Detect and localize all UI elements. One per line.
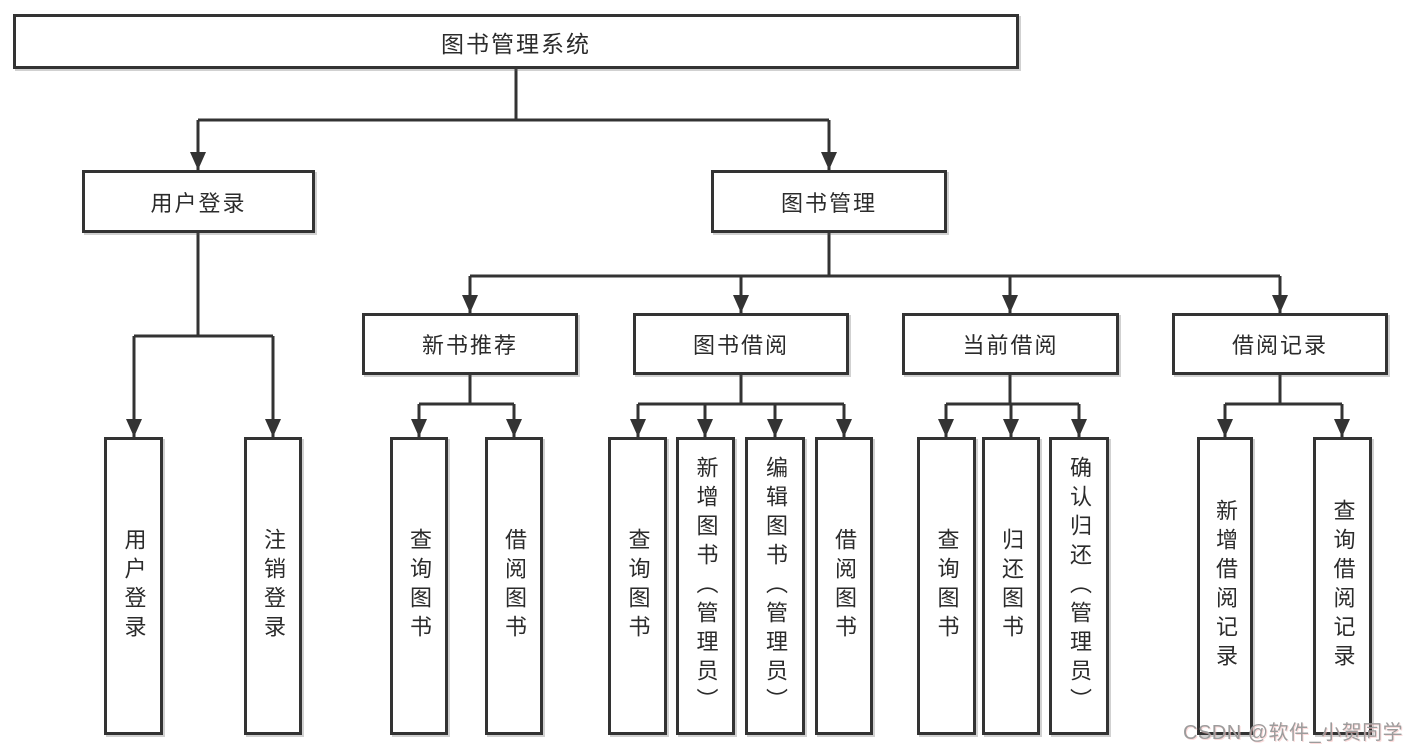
leaf-confirm-return-admin: 确认归还（管理员） — [1049, 437, 1109, 735]
leaf-logout-label: 注销登录 — [261, 528, 286, 644]
leaf-query-books-borrow: 查询图书 — [608, 437, 667, 735]
leaf-query-books-borrow-label: 查询图书 — [625, 528, 651, 644]
leaf-query-books-recommend-label: 查询图书 — [407, 528, 432, 644]
leaf-edit-book-admin: 编辑图书（管理员） — [745, 437, 805, 735]
leaf-user-login-label: 用户登录 — [121, 528, 147, 644]
leaf-add-borrow-record: 新增借阅记录 — [1197, 437, 1253, 735]
node-user-login-label: 用户登录 — [150, 190, 247, 216]
leaf-return-book-label: 归还图书 — [999, 528, 1024, 644]
leaf-add-book-admin: 新增图书（管理员） — [676, 437, 735, 735]
node-user-login: 用户登录 — [82, 170, 315, 233]
leaf-query-borrow-record: 查询借阅记录 — [1313, 437, 1372, 735]
watermark: CSDN @软件_小贺同学 — [1183, 722, 1404, 744]
leaf-query-borrow-record-label: 查询借阅记录 — [1330, 499, 1356, 673]
node-book-management: 图书管理 — [711, 170, 947, 233]
node-book-borrow: 图书借阅 — [633, 313, 849, 375]
leaf-query-books-recommend: 查询图书 — [390, 437, 448, 735]
leaf-confirm-return-admin-label: 确认归还（管理员） — [1067, 455, 1092, 717]
node-current-borrow-label: 当前借阅 — [962, 333, 1059, 358]
node-root-label: 图书管理系统 — [441, 30, 591, 57]
leaf-query-books-current-label: 查询图书 — [934, 528, 960, 644]
node-borrow-records-label: 借阅记录 — [1231, 333, 1328, 358]
leaf-user-login: 用户登录 — [104, 437, 163, 735]
node-current-borrow: 当前借阅 — [902, 313, 1119, 375]
leaf-borrow-books-recommend: 借阅图书 — [485, 437, 543, 735]
node-new-book-recommend: 新书推荐 — [362, 313, 578, 375]
node-book-management-label: 图书管理 — [780, 190, 877, 216]
leaf-add-book-admin-label: 新增图书（管理员） — [693, 455, 719, 717]
leaf-return-book: 归还图书 — [982, 437, 1040, 735]
leaf-borrow-books-recommend-label: 借阅图书 — [502, 528, 527, 644]
leaf-borrow-books-borrow: 借阅图书 — [815, 437, 873, 735]
leaf-query-books-current: 查询图书 — [917, 437, 976, 735]
leaf-borrow-books-borrow-label: 借阅图书 — [832, 528, 857, 644]
leaf-add-borrow-record-label: 新增借阅记录 — [1213, 499, 1238, 673]
node-book-borrow-label: 图书借阅 — [692, 333, 789, 358]
node-new-book-recommend-label: 新书推荐 — [421, 333, 518, 358]
leaf-logout: 注销登录 — [244, 437, 302, 735]
connector-line-segments — [132, 69, 1344, 437]
leaf-edit-book-admin-label: 编辑图书（管理员） — [763, 455, 788, 717]
node-root: 图书管理系统 — [13, 14, 1019, 69]
node-borrow-records: 借阅记录 — [1172, 313, 1388, 375]
